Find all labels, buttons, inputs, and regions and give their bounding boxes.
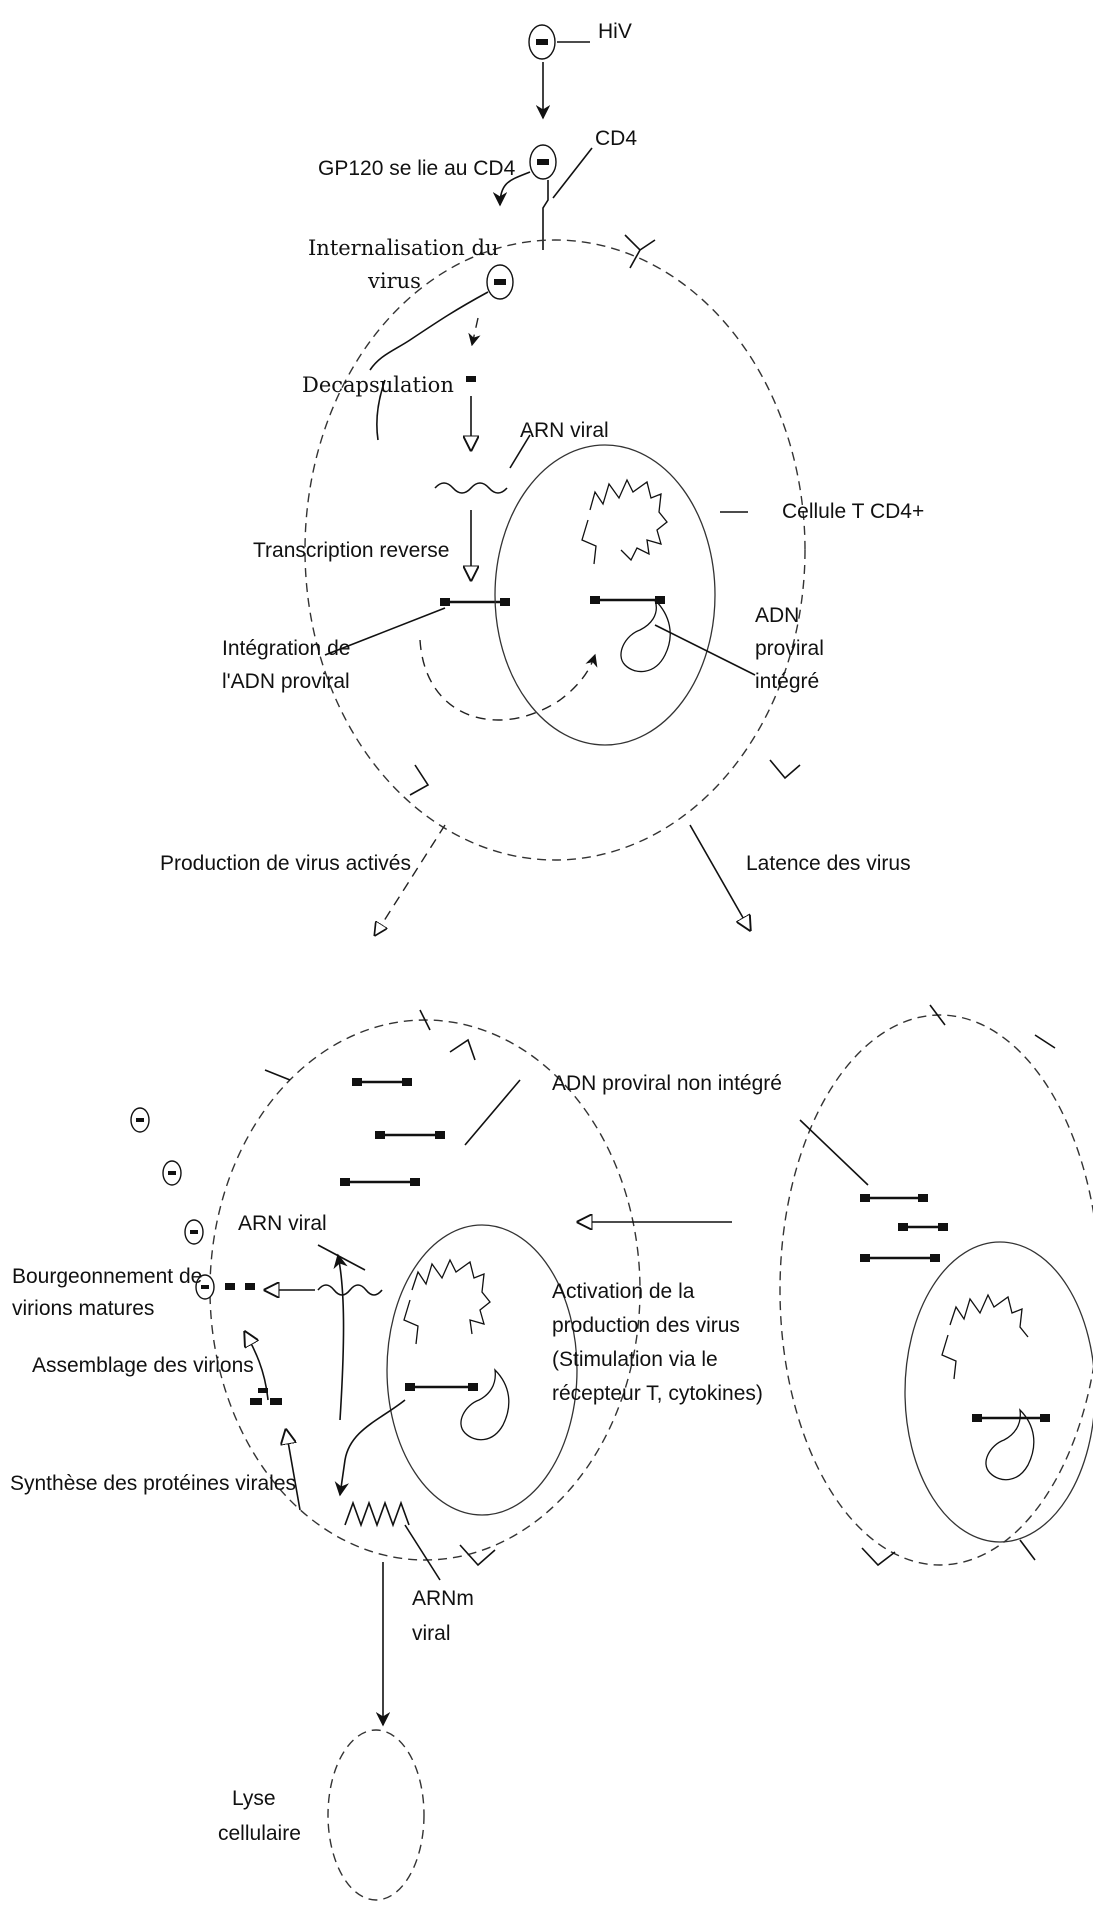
cd4-label: CD4 <box>595 127 637 150</box>
lysed-cell <box>328 1730 424 1900</box>
cell-surface-receptors-bottom <box>410 760 800 795</box>
arnm-leader-line <box>405 1525 440 1580</box>
non-integrated-leader-left <box>465 1080 520 1145</box>
arrow-latence <box>690 825 750 930</box>
chromatin-productive <box>404 1260 509 1440</box>
internalisation-leader-line <box>370 292 488 370</box>
integration-label-1: Intégration de <box>222 637 350 660</box>
latent-cell <box>780 1015 1093 1565</box>
productive-cell-receptors <box>265 1010 495 1565</box>
non-integrated-dna-left <box>340 1078 445 1186</box>
assemblage-label: Assemblage des virions <box>32 1354 254 1377</box>
arnm-label-1: ARNm <box>412 1587 474 1610</box>
integrated-dna-productive <box>405 1383 478 1391</box>
internalisation-label-2: virus <box>367 269 421 293</box>
activation-label-1: Activation de la <box>552 1280 695 1303</box>
hiv-virion-top <box>529 25 555 59</box>
cd4-receptor <box>543 180 548 250</box>
adn-integre-label-2: proviral <box>755 637 824 660</box>
lyse-label-1: Lyse <box>232 1787 276 1810</box>
assembling-virion-parts <box>250 1388 282 1405</box>
latent-cell-receptors <box>862 1005 1055 1565</box>
arrow-integration <box>420 640 595 720</box>
decapsulation-label: Decapsulation <box>302 373 454 397</box>
adn-non-integre-label: ADN proviral non intégré <box>552 1072 782 1095</box>
production-label: Production de virus activés <box>160 852 411 875</box>
arn-viral-strand-top <box>435 483 507 493</box>
transcription-label: Transcription reverse <box>253 539 449 562</box>
arn-viral-top-label: ARN viral <box>520 419 609 442</box>
activation-label-3: (Stimulation via le <box>552 1348 718 1371</box>
non-integrated-dna-right <box>860 1194 948 1262</box>
gp120-label: GP120 se lie au CD4 <box>318 157 516 180</box>
hiv-virion-internalised <box>487 265 513 299</box>
cd4-leader-line <box>553 148 592 198</box>
integration-label-2: l'ADN proviral <box>222 670 350 693</box>
chromatin-latent <box>942 1295 1034 1480</box>
hiv-virion-binding <box>530 145 556 179</box>
arn-viral-bottom-leader <box>318 1245 365 1270</box>
non-integrated-leader-right <box>800 1120 868 1185</box>
chromatin-top <box>582 480 670 672</box>
adn-integre-label-1: ADN <box>755 604 799 627</box>
arrow-to-arnm <box>340 1400 405 1495</box>
bourgeonnement-label-1: Bourgeonnement de <box>12 1265 202 1288</box>
cellule-label: Cellule T CD4+ <box>782 500 924 523</box>
arrow-synthese <box>286 1430 300 1510</box>
adn-integre-label-3: intégré <box>755 670 819 693</box>
latence-label: Latence des virus <box>746 852 911 875</box>
nucleus-productive <box>387 1225 577 1515</box>
adn-integre-leader-line <box>655 625 755 675</box>
arrow-to-decapsulation <box>472 318 478 345</box>
arn-viral-bottom-label: ARN viral <box>238 1212 327 1235</box>
hiv-label: HiV <box>598 20 632 43</box>
arn-viral-strand-bottom <box>318 1285 382 1295</box>
arnm-viral-strand <box>345 1503 409 1525</box>
lyse-label-2: cellulaire <box>218 1822 301 1845</box>
arrow-production <box>375 825 445 935</box>
activation-label-4: récepteur T, cytokines) <box>552 1382 763 1405</box>
cell-surface-receptor <box>625 235 655 268</box>
integrated-proviral-dna-top <box>590 596 665 604</box>
arnm-label-2: viral <box>412 1622 451 1645</box>
proviral-dna-cytoplasm <box>440 598 510 606</box>
synthese-label: Synthèse des protéines virales <box>10 1472 296 1495</box>
nucleus-latent <box>905 1242 1093 1542</box>
arrow-transcription-up <box>338 1255 344 1420</box>
activation-label-2: production des virus <box>552 1314 740 1337</box>
internalisation-label-1: Internalisation du <box>308 236 498 260</box>
capsid-fragment <box>466 376 476 382</box>
integrated-dna-latent <box>972 1414 1050 1422</box>
nucleus-top <box>495 445 715 745</box>
bourgeonnement-label-2: virions matures <box>12 1297 154 1320</box>
